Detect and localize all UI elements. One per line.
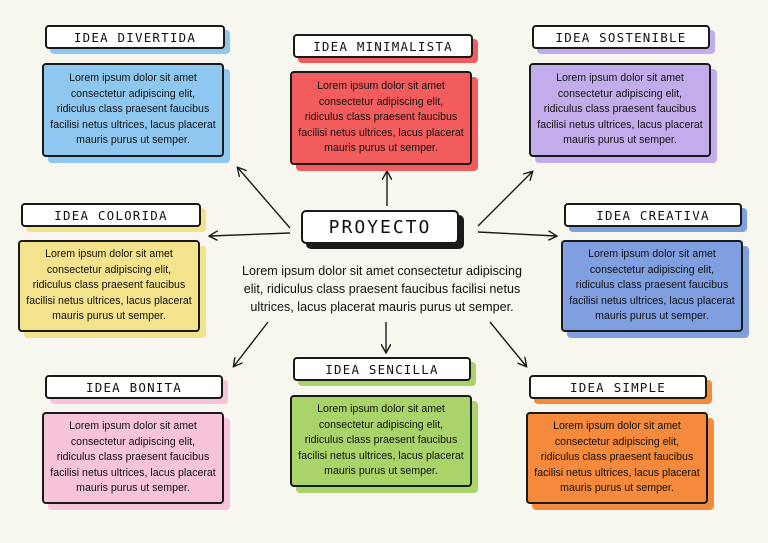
idea-simple-text: Lorem ipsum dolor sit amet consectetur a… <box>534 420 700 495</box>
idea-bonita-title-text: IDEA BONITA <box>86 379 182 395</box>
center-description: Lorem ipsum dolor sit amet consectetur a… <box>242 264 522 314</box>
arrow-to-divertida <box>238 168 291 229</box>
idea-sencilla-card: Lorem ipsum dolor sit amet consectetur a… <box>290 395 472 487</box>
arrow-to-simple <box>489 321 526 366</box>
idea-sostenible-card: Lorem ipsum dolor sit amet consectetur a… <box>529 63 711 157</box>
idea-minimalista-title: IDEA MINIMALISTA <box>293 34 473 58</box>
idea-minimalista-text: Lorem ipsum dolor sit amet consectetur a… <box>298 80 464 155</box>
idea-sostenible-title-text: IDEA SOSTENIBLE <box>555 29 687 45</box>
idea-colorida-card: Lorem ipsum dolor sit amet consectetur a… <box>18 240 200 332</box>
idea-colorida-title: IDEA COLORIDA <box>21 203 201 227</box>
idea-colorida-title-text: IDEA COLORIDA <box>54 207 168 223</box>
idea-bonita-title: IDEA BONITA <box>45 375 223 399</box>
idea-creativa-text: Lorem ipsum dolor sit amet consectetur a… <box>569 248 735 323</box>
idea-divertida-text: Lorem ipsum dolor sit amet consectetur a… <box>50 72 216 147</box>
idea-sostenible-title: IDEA SOSTENIBLE <box>532 25 710 49</box>
idea-creativa-title: IDEA CREATIVA <box>564 203 742 227</box>
arrow-to-sostenible <box>477 172 532 227</box>
center-title: PROYECTO <box>301 210 459 244</box>
idea-divertida-title-text: IDEA DIVERTIDA <box>73 29 197 45</box>
idea-sencilla-title-text: IDEA SENCILLA <box>325 361 439 377</box>
idea-simple-title-text: IDEA SIMPLE <box>570 379 666 395</box>
idea-simple-title: IDEA SIMPLE <box>529 375 707 399</box>
idea-sostenible-text: Lorem ipsum dolor sit amet consectetur a… <box>537 72 703 147</box>
idea-divertida-card: Lorem ipsum dolor sit amet consectetur a… <box>42 63 224 157</box>
idea-sencilla-title: IDEA SENCILLA <box>293 357 471 381</box>
idea-bonita-text: Lorem ipsum dolor sit amet consectetur a… <box>50 420 216 495</box>
arrow-to-creativa <box>477 232 556 236</box>
idea-creativa-title-text: IDEA CREATIVA <box>596 207 710 223</box>
arrow-to-colorida <box>210 233 291 236</box>
idea-sencilla-text: Lorem ipsum dolor sit amet consectetur a… <box>298 403 464 478</box>
idea-minimalista-title-text: IDEA MINIMALISTA <box>313 38 453 54</box>
idea-creativa-card: Lorem ipsum dolor sit amet consectetur a… <box>561 240 743 332</box>
idea-minimalista-card: Lorem ipsum dolor sit amet consectetur a… <box>290 71 472 165</box>
idea-simple-card: Lorem ipsum dolor sit amet consectetur a… <box>526 412 708 504</box>
idea-divertida-title: IDEA DIVERTIDA <box>45 25 225 49</box>
arrow-to-bonita <box>234 321 269 366</box>
idea-bonita-card: Lorem ipsum dolor sit amet consectetur a… <box>42 412 224 504</box>
idea-colorida-text: Lorem ipsum dolor sit amet consectetur a… <box>26 248 192 323</box>
